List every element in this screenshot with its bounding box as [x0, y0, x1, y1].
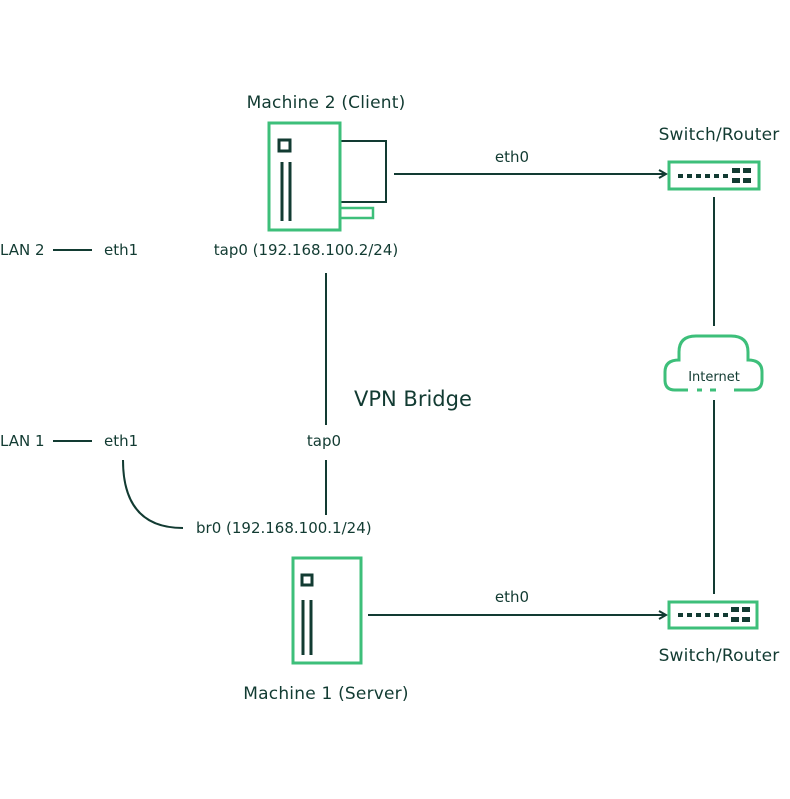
network-switch-icon — [667, 600, 759, 630]
lan2-eth1-label: eth1 — [104, 241, 138, 259]
eth1-bridge-link — [122, 459, 184, 529]
desktop-computer-icon — [267, 121, 387, 232]
lan1-eth1-label: eth1 — [104, 432, 138, 450]
lan2-label: LAN 2 — [0, 241, 45, 259]
client-title: Machine 2 (Client) — [247, 93, 406, 113]
server-tap-label: tap0 — [307, 432, 341, 450]
lan1-label: LAN 1 — [0, 432, 45, 450]
server-tower-icon — [291, 556, 363, 665]
server-title: Machine 1 (Server) — [243, 684, 408, 704]
vpn-bridge-label: VPN Bridge — [354, 387, 472, 411]
bridge-label: br0 (192.168.100.1/24) — [196, 519, 372, 537]
server-eth0-label: eth0 — [495, 588, 529, 606]
network-switch-icon — [667, 160, 761, 191]
client-eth0-label: eth0 — [495, 148, 529, 166]
internet-label: Internet — [688, 370, 740, 385]
client-tap-label: tap0 (192.168.100.2/24) — [214, 241, 399, 259]
switch-top-title: Switch/Router — [659, 125, 780, 145]
switch-bottom-title: Switch/Router — [659, 646, 780, 666]
cloud-icon — [663, 334, 764, 392]
